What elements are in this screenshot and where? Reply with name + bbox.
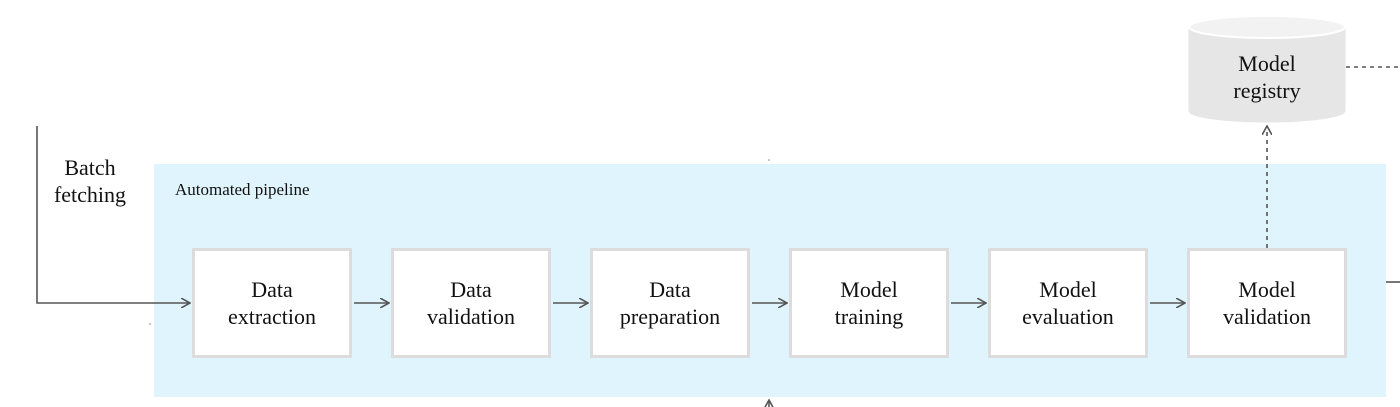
- step-label-line2: validation: [1223, 304, 1311, 329]
- batch-input-arrow: [36, 126, 190, 303]
- step-label-line2: preparation: [619, 304, 721, 329]
- registry-label-line2: registry: [1233, 78, 1301, 103]
- model-registry-cylinder: [1188, 15, 1346, 123]
- pipeline-title: Automated pipeline: [175, 180, 310, 199]
- step-model-validation: Model validation: [1187, 248, 1347, 358]
- batch-fetching-line2: fetching: [53, 182, 127, 207]
- step-label-line1: Data: [649, 277, 691, 302]
- step-label-line2: training: [834, 304, 904, 329]
- step-model-training: Model training: [789, 248, 949, 358]
- batch-fetching-line1: Batch: [64, 155, 116, 180]
- step-model-evaluation: Model evaluation: [988, 248, 1148, 358]
- step-label-line2: evaluation: [1022, 304, 1114, 329]
- step-label-line1: Data: [251, 277, 293, 302]
- stray-dot: [768, 159, 770, 161]
- step-label-line1: Model: [840, 277, 898, 302]
- step-label-line1: Model: [1238, 277, 1296, 302]
- step-label-line2: extraction: [228, 304, 316, 329]
- step-label-line2: validation: [427, 304, 515, 329]
- step-data-validation: Data validation: [391, 248, 551, 358]
- model-registry-label: Model registry: [1189, 50, 1345, 104]
- step-data-extraction: Data extraction: [192, 248, 352, 358]
- batch-fetching-label: Batch fetching: [40, 154, 140, 208]
- step-label-line1: Data: [450, 277, 492, 302]
- registry-label-line1: Model: [1238, 51, 1296, 76]
- automated-pipeline-container: [154, 164, 1386, 397]
- step-data-preparation: Data preparation: [590, 248, 750, 358]
- stray-dot: [149, 323, 151, 325]
- step-label-line1: Model: [1039, 277, 1097, 302]
